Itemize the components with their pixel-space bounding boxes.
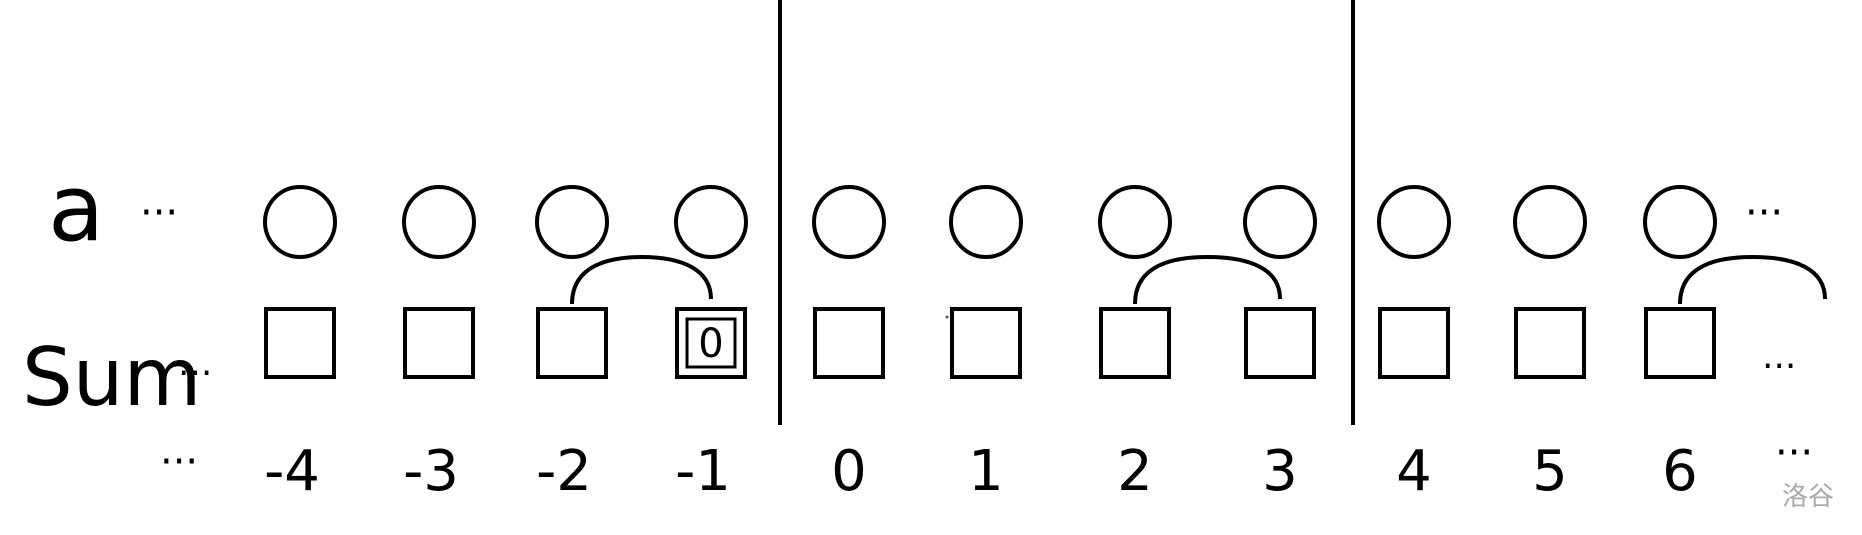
index-label: 1 [968,439,1004,504]
a-element-circle [1098,185,1172,259]
sum-value-label: 0 [698,321,723,367]
arc-link [1678,254,1827,305]
sum-element-square [1378,307,1450,379]
sum-element-square [403,307,475,379]
index-label: -1 [675,439,731,504]
ellipsis-a-right: ··· [1745,190,1783,236]
ellipsis-a-left: ··· [140,190,178,236]
a-element-circle [1513,185,1587,259]
a-element-circle [1643,185,1717,259]
index-label: 5 [1532,439,1568,504]
row-label-sum: Sum [22,331,201,424]
stray-dot [945,315,949,319]
index-label: -3 [403,439,459,504]
arc-link [570,254,713,305]
sum-element-square [536,307,608,379]
index-label: 6 [1662,439,1698,504]
a-element-circle [1377,185,1451,259]
ellipsis-sum-left: ··· [178,353,212,394]
index-label: 0 [831,439,867,504]
index-label: 4 [1396,439,1432,504]
a-element-circle [812,185,886,259]
watermark: 洛谷 [1782,482,1834,512]
a-element-circle [1243,185,1317,259]
index-label: 3 [1262,439,1298,504]
a-element-circle [674,185,748,259]
sum-element-square [950,307,1022,379]
sum-element-square [1099,307,1171,379]
ellipsis-index-left: ··· [160,439,198,485]
sum-element-square [675,307,747,379]
ellipsis-index-right: ··· [1775,430,1813,476]
a-element-circle [402,185,476,259]
sum-element-square [1644,307,1716,379]
index-label: -4 [264,439,320,504]
index-label: -2 [536,439,592,504]
index-label: 2 [1117,439,1153,504]
sum-element-square [1244,307,1316,379]
sum-element-square [813,307,885,379]
sum-element-square [1514,307,1586,379]
a-element-circle [949,185,1023,259]
row-label-a: a [48,155,104,262]
a-element-circle [263,185,337,259]
sum-value-inner-box [685,317,737,369]
sum-element-square [264,307,336,379]
arc-link [1133,254,1282,305]
ellipsis-sum-right: ··· [1762,346,1796,387]
a-element-circle [535,185,609,259]
